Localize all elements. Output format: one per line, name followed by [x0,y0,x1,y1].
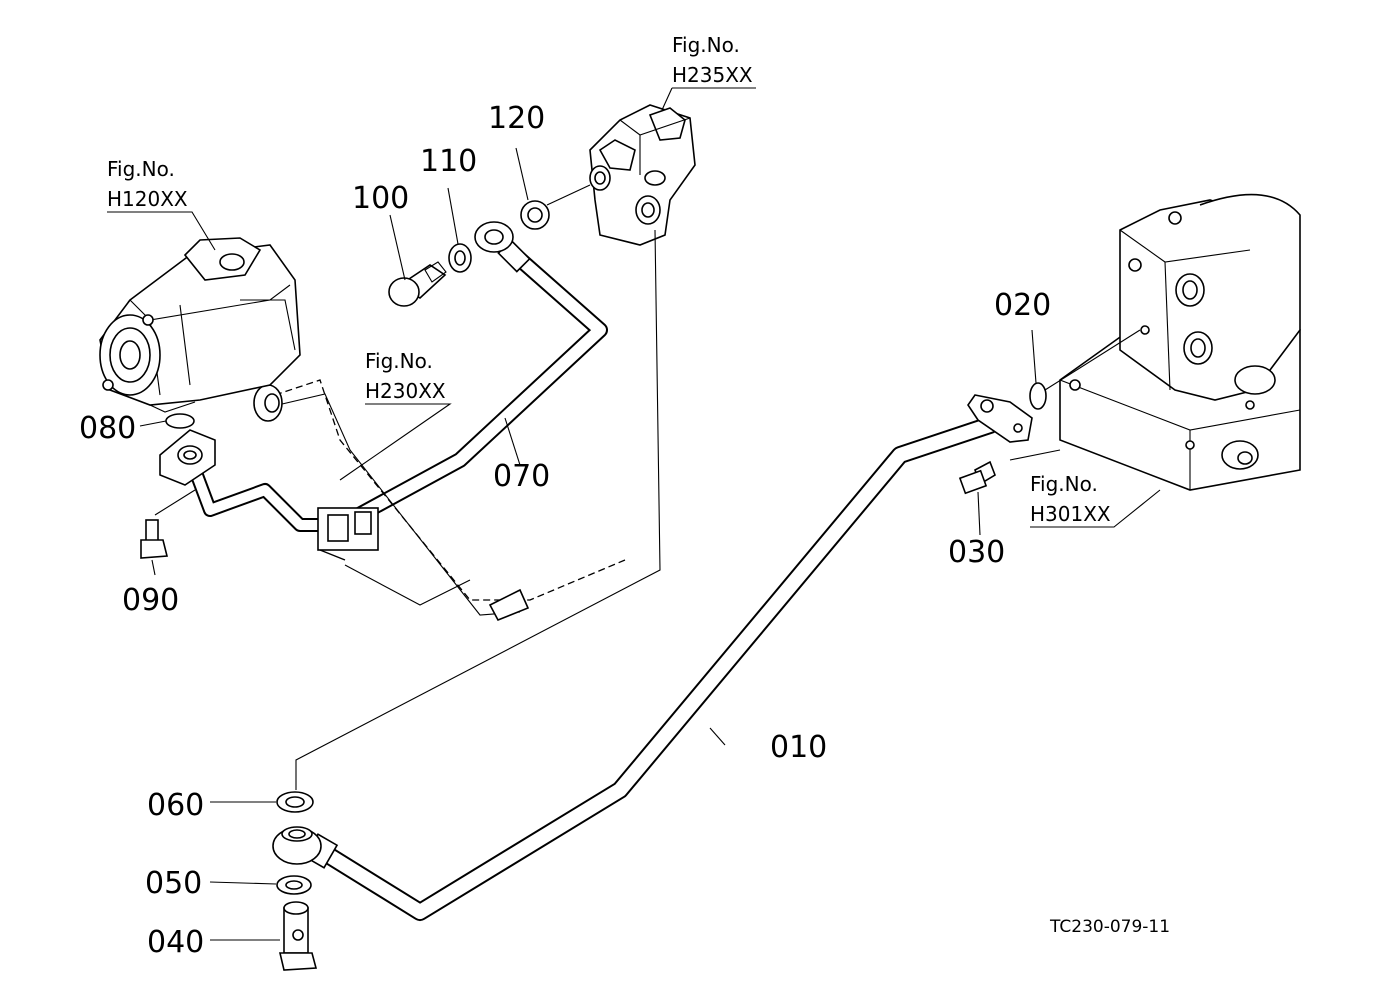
o-ring-080[interactable] [165,413,195,429]
callout-010[interactable]: 010 [770,730,827,765]
banjo-bolt-100[interactable] [388,261,447,307]
callout-060[interactable]: 060 [147,788,204,823]
pump-outlet-pipe [159,429,379,561]
fig-ref-h230-code[interactable]: H230XX [365,379,446,403]
hose-reference [253,379,626,622]
callout-080[interactable]: 080 [79,411,136,446]
fig-ref-h235-code[interactable]: H235XX [672,63,753,87]
fig-ref-h230-label: Fig.No. [365,349,433,373]
callout-050[interactable]: 050 [145,866,202,901]
callout-090[interactable]: 090 [122,583,179,618]
hydraulic-pump [99,237,301,413]
fig-ref-h120-code[interactable]: H120XX [107,187,188,211]
callout-100[interactable]: 100 [352,181,409,216]
callout-070[interactable]: 070 [493,459,550,494]
figure-references: Fig.No. H120XX Fig.No. H235XX Fig.No. H2… [107,33,1111,526]
fig-ref-h301-code[interactable]: H301XX [1030,502,1111,526]
fig-ref-h235-label: Fig.No. [672,33,740,57]
callouts: 010 020 030 040 050 060 070 080 090 100 … [79,101,1051,960]
valve-block [589,104,696,246]
leader-lines [107,87,1161,941]
banjo-bolt-040[interactable] [278,901,318,971]
callout-120[interactable]: 120 [488,101,545,136]
washer-050[interactable] [276,875,312,895]
control-valve-housing [1059,193,1301,491]
bolt-030[interactable] [958,460,996,495]
fig-ref-h301-label: Fig.No. [1030,472,1098,496]
washer-060[interactable] [276,791,314,813]
o-ring-020[interactable] [1029,382,1047,410]
washer-120[interactable] [520,200,550,230]
drawing-code: TC230-079-11 [1049,917,1170,937]
bolt-090[interactable] [140,519,169,559]
pipe-070[interactable] [342,221,608,528]
callout-040[interactable]: 040 [147,925,204,960]
fig-ref-h120-label: Fig.No. [107,157,175,181]
callout-110[interactable]: 110 [420,144,477,179]
washer-110[interactable] [448,243,472,273]
callout-020[interactable]: 020 [994,288,1051,323]
pipe-010[interactable] [272,394,1033,921]
callout-030[interactable]: 030 [948,535,1005,570]
